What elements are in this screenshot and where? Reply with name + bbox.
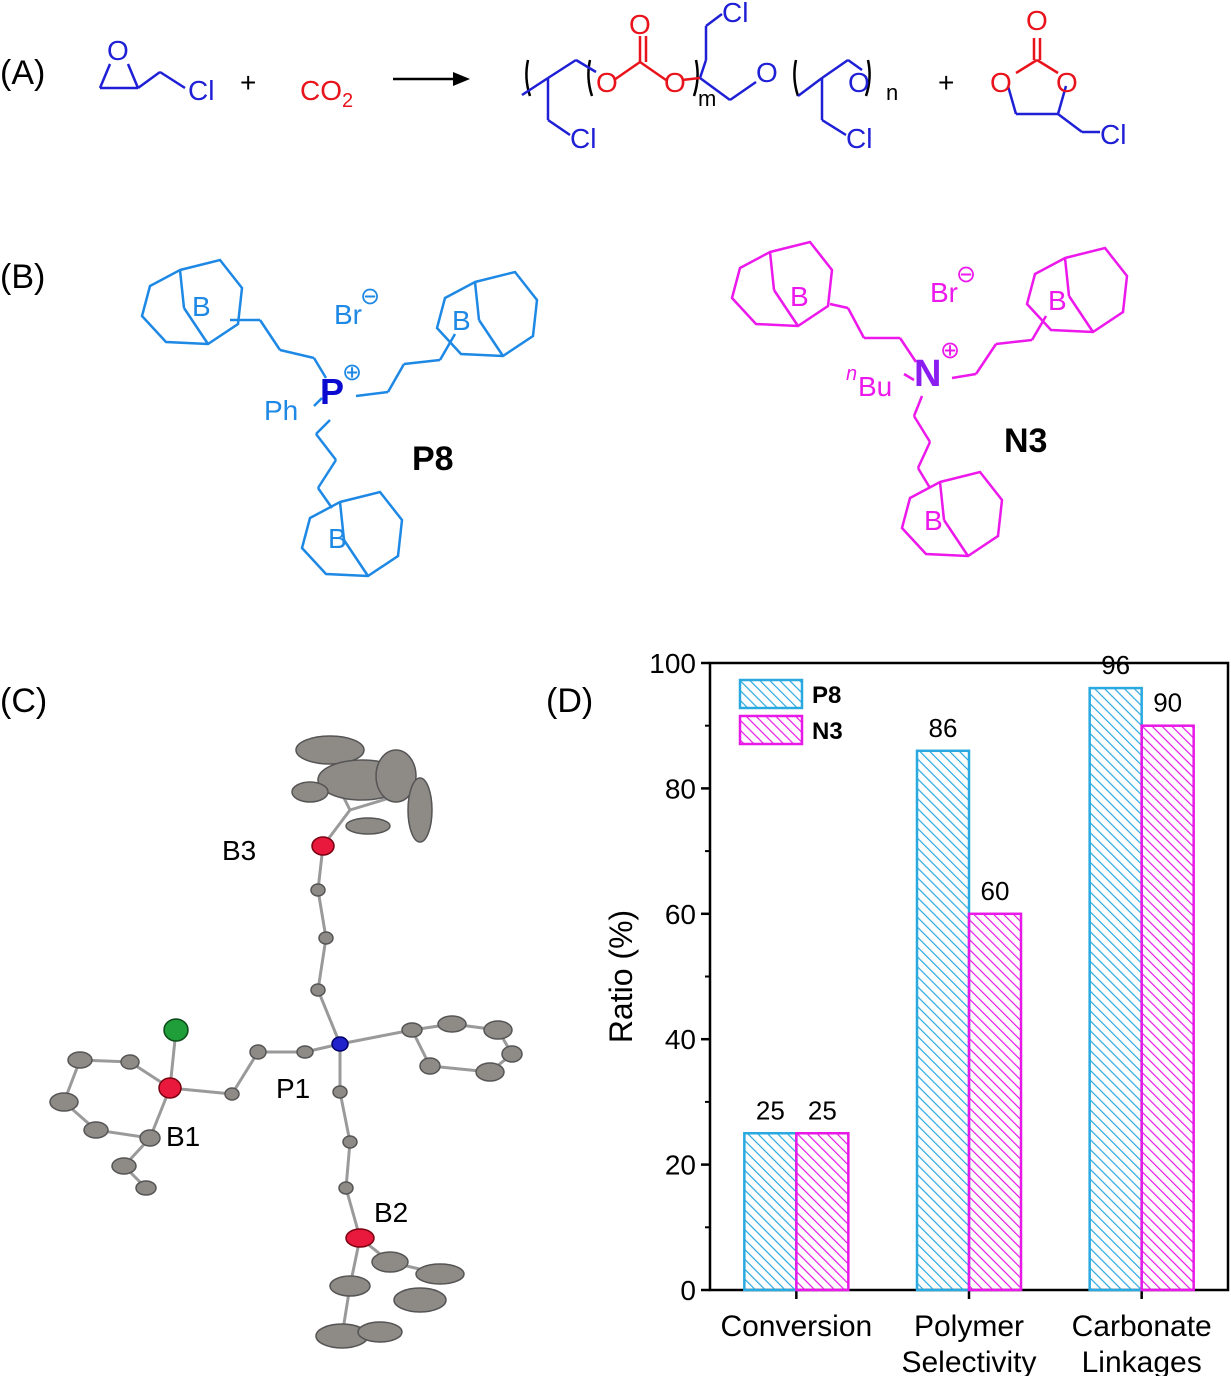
p8-boron-1: B	[192, 291, 211, 322]
co2-subscript: 2	[342, 90, 353, 112]
n3-borabicycle-1	[730, 240, 834, 328]
bar-value-label: 25	[808, 1095, 837, 1125]
panel-label-a: (A)	[0, 54, 46, 92]
n3-borabicycle-3	[900, 470, 1004, 558]
p8-boron-2: B	[452, 305, 471, 336]
reaction-scheme-a: O Cl + CO2 O O O O O Cl Cl Cl m n + O O …	[98, 0, 1126, 154]
y-axis-label: Ratio (%)	[603, 910, 639, 1043]
n3-label: N3	[1004, 422, 1047, 460]
bar-p8	[1088, 686, 1143, 1292]
p8-bromide: Br	[334, 299, 362, 330]
cyclic-chlorine: Cl	[1100, 119, 1126, 150]
crystal-structure-c: B3 P1 B1 B2	[49, 735, 523, 1349]
bar-p8	[743, 1132, 798, 1292]
subscript-n: n	[886, 80, 898, 105]
x-category-label: Conversion	[720, 1310, 872, 1343]
legend-label-n3: N3	[812, 718, 843, 745]
epoxide-oxygen: O	[107, 35, 129, 66]
polymer-oxygen-1: O	[596, 67, 618, 98]
bar-p8	[915, 749, 971, 1292]
n3-cation-charge: ⊕	[940, 337, 960, 364]
atom-label-b1: B1	[166, 1121, 200, 1152]
polymer-oxygen-5: O	[848, 67, 870, 98]
atom-label-b3: B3	[222, 835, 256, 866]
legend-swatch-p8	[738, 678, 804, 710]
bar-value-label: 60	[981, 876, 1010, 906]
polymer-chlorine-2: Cl	[570, 123, 596, 154]
cyclic-carbonyl-oxygen: O	[1026, 5, 1048, 36]
x-category-label: Selectivity	[901, 1346, 1036, 1376]
x-category-label: Linkages	[1082, 1346, 1202, 1376]
x-category-label: Polymer	[914, 1310, 1024, 1343]
polymer-oxygen-4: O	[756, 57, 778, 88]
atom-label-p1: P1	[276, 1073, 310, 1104]
n3-borabicycle-2	[1025, 246, 1129, 334]
y-tick-label: 40	[665, 1024, 696, 1055]
panel-label-d: (D)	[546, 682, 594, 720]
y-tick-label: 100	[649, 648, 696, 679]
plus-sign-2: +	[938, 67, 954, 98]
p8-phenyl: Ph	[264, 395, 298, 426]
p8-borabicycle-3	[300, 490, 404, 578]
bar-n3	[967, 912, 1023, 1292]
co2-main: CO	[300, 75, 342, 106]
x-category-label: Carbonate	[1072, 1310, 1212, 1343]
legend-label-p8: P8	[812, 682, 841, 709]
polymer-oxygen-2: O	[629, 9, 651, 40]
bar-n3	[1140, 724, 1195, 1292]
n3-boron-3: B	[924, 505, 943, 536]
n3-anion-charge: ⊖	[956, 261, 976, 288]
bar-value-label: 90	[1153, 688, 1182, 718]
n3-structure: B B B N ⊕ Br ⊖ n Bu N3	[730, 240, 1129, 558]
bar-n3	[795, 1132, 850, 1292]
y-tick-label: 80	[665, 773, 696, 804]
y-tick-label: 20	[665, 1150, 696, 1181]
p8-boron-3: B	[328, 523, 347, 554]
cyclic-ring-oxygen-1: O	[990, 67, 1012, 98]
bar-value-label: 25	[756, 1095, 785, 1125]
n3-boron-1: B	[790, 281, 809, 312]
panel-label-b: (B)	[0, 258, 46, 296]
n3-butyl-prefix: n	[846, 363, 857, 385]
epoxide-chlorine: Cl	[188, 75, 214, 106]
panel-label-c: (C)	[0, 682, 48, 720]
polymer-chlorine-1: Cl	[722, 0, 748, 28]
p8-cation-charge: ⊕	[342, 359, 362, 386]
y-tick-label: 0	[680, 1275, 696, 1306]
catalyst-structures-b: B B B P ⊕ Br ⊖ Ph P8	[140, 240, 1129, 578]
p8-label: P8	[412, 440, 454, 478]
atom-label-b2: B2	[374, 1197, 408, 1228]
p8-anion-charge: ⊖	[360, 283, 380, 310]
polymer-oxygen-3: O	[664, 67, 686, 98]
p8-phosphorus: P	[320, 371, 344, 412]
plus-sign-1: +	[240, 67, 256, 98]
n3-boron-2: B	[1048, 285, 1067, 316]
bar-value-label: 96	[1101, 650, 1130, 680]
n3-bromide: Br	[930, 277, 958, 308]
bar-value-label: 86	[929, 713, 958, 743]
p8-structure: B B B P ⊕ Br ⊖ Ph P8	[140, 258, 539, 578]
y-tick-label: 60	[665, 899, 696, 930]
co2-formula: CO2	[300, 75, 353, 112]
legend-swatch-n3	[738, 714, 804, 746]
cyclic-ring-oxygen-2: O	[1056, 67, 1078, 98]
n3-nitrogen: N	[914, 353, 941, 395]
polymer-chlorine-3: Cl	[846, 123, 872, 154]
subscript-m: m	[698, 86, 716, 111]
n3-butyl: Bu	[858, 371, 892, 402]
